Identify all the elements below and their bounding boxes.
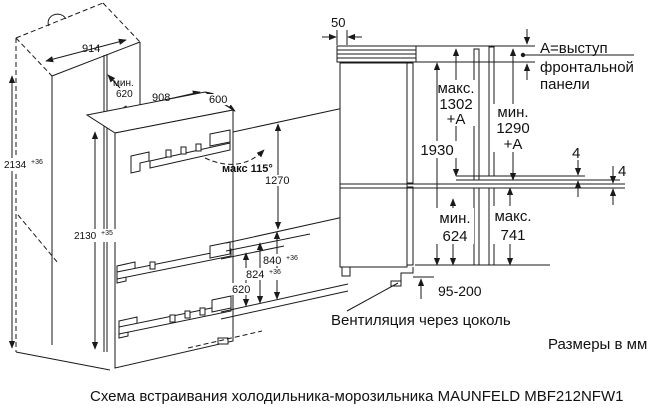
dim-840-label: 840: [263, 255, 281, 267]
dim-1290-suffix: +А: [504, 136, 523, 153]
protrusion-note-line1: А=выступ: [540, 40, 608, 57]
dim-1270-label: 1270: [265, 175, 289, 187]
dim-2130-label: 2130: [74, 231, 97, 242]
dim-840-tolerance: +36: [286, 255, 298, 262]
dim-624: мин. 624: [436, 198, 474, 266]
protrusion-note-line2: фронтальной: [540, 59, 634, 76]
lower-door-panel: [473, 187, 480, 266]
dim-gap-top-label: 4: [572, 145, 580, 162]
dim-plinth-label: 95-200: [438, 283, 482, 299]
leader-min-620: [107, 74, 121, 89]
dim-50-label: 50: [331, 15, 345, 30]
dim-1302-suffix: +А: [447, 111, 466, 128]
dim-741-prefix: макс.: [494, 208, 531, 225]
top-panel: [336, 45, 417, 63]
dim-line-914: [45, 38, 127, 63]
niche-min-value: 620: [116, 89, 133, 100]
dim-1302-prefix: макс.: [437, 80, 474, 97]
dim-2130-tolerance: +35: [101, 230, 113, 237]
dim-plinth: 95-200: [413, 276, 482, 299]
diagram-caption: Схема встраивания холодильника-морозильн…: [90, 388, 623, 405]
dim-gap-bottom-label: 4: [618, 163, 626, 180]
door-swing-arc: [204, 149, 265, 165]
plinth-step: [392, 267, 414, 282]
dim-824-tolerance: +36: [269, 269, 281, 276]
dim-624-prefix: мин.: [439, 210, 470, 227]
dim-741: макс. 741: [490, 187, 536, 266]
dim-908-label: 908: [152, 92, 170, 104]
dim-1930-label: 1930: [420, 142, 453, 159]
protrusion-note: А=выступ фронтальной панели: [520, 29, 634, 93]
dim-624-value: 624: [442, 228, 467, 245]
dim-620-label: 620: [232, 284, 250, 296]
side-view-drawing: 50: [322, 15, 647, 353]
niche-min-prefix: мин.: [113, 78, 134, 89]
dim-1290-value: 1290: [496, 120, 529, 137]
refrigerator-unit: [85, 91, 235, 369]
dim-gap-top: 4: [572, 145, 582, 197]
door-angle-label: макс 115°: [222, 163, 273, 175]
reference-lines: [187, 106, 349, 349]
hinge-marker: [47, 13, 67, 27]
dim-1302: макс. 1302 +А: [433, 48, 478, 177]
front-view-drawing: 914 мин. 620 908 600 2134 +36 2130 +35 м…: [2, 2, 349, 371]
dim-2134-tolerance: +36: [31, 159, 43, 166]
dim-824-label: 824: [246, 269, 264, 281]
foot: [217, 337, 229, 345]
dim-gap-bottom: 4: [609, 163, 626, 205]
dim-914-label: 914: [82, 43, 100, 55]
dim-1302-value: 1302: [439, 96, 472, 113]
dim-50: 50: [322, 15, 362, 45]
vent-leader: [346, 282, 399, 312]
units-note: Размеры в мм: [548, 336, 647, 353]
dim-600-label: 600: [209, 94, 227, 106]
vent-note: Вентиляция через цоколь: [331, 312, 511, 329]
dim-1290: мин. 1290 +А: [492, 48, 534, 181]
dim-2134-label: 2134: [4, 160, 27, 171]
dim-1290-prefix: мин.: [497, 104, 528, 121]
dim-741-value: 741: [500, 227, 525, 244]
front-foot: [390, 280, 402, 287]
protrusion-note-line3: панели: [540, 76, 590, 93]
rear-foot: [341, 266, 351, 277]
